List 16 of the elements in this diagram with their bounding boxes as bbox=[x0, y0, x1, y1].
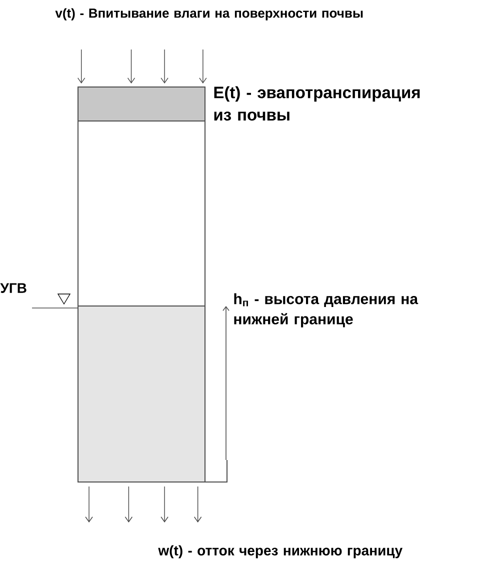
label-text: E(t) - эвапотранспирация из почвы bbox=[214, 86, 420, 121]
label-text: v(t) - Впитывание влаги на поверхности почвы bbox=[55, 8, 363, 20]
arrow bbox=[194, 486, 202, 522]
arrow bbox=[160, 486, 168, 522]
arrow bbox=[85, 486, 93, 522]
arrow bbox=[160, 49, 168, 84]
arrow bbox=[124, 486, 133, 522]
arrow bbox=[78, 49, 86, 84]
hatched-layer bbox=[78, 86, 206, 122]
arrow bbox=[127, 49, 136, 84]
label-text: h$_{п}$ - высота давления на нижней границе bbox=[234, 293, 418, 328]
label-text: w(t) - отток через нижнюю границу bbox=[158, 545, 402, 558]
arrow bbox=[199, 49, 207, 84]
label-text: УГВ bbox=[0, 283, 26, 293]
soil-zone bbox=[78, 120, 206, 306]
saturated-zone bbox=[78, 306, 206, 482]
